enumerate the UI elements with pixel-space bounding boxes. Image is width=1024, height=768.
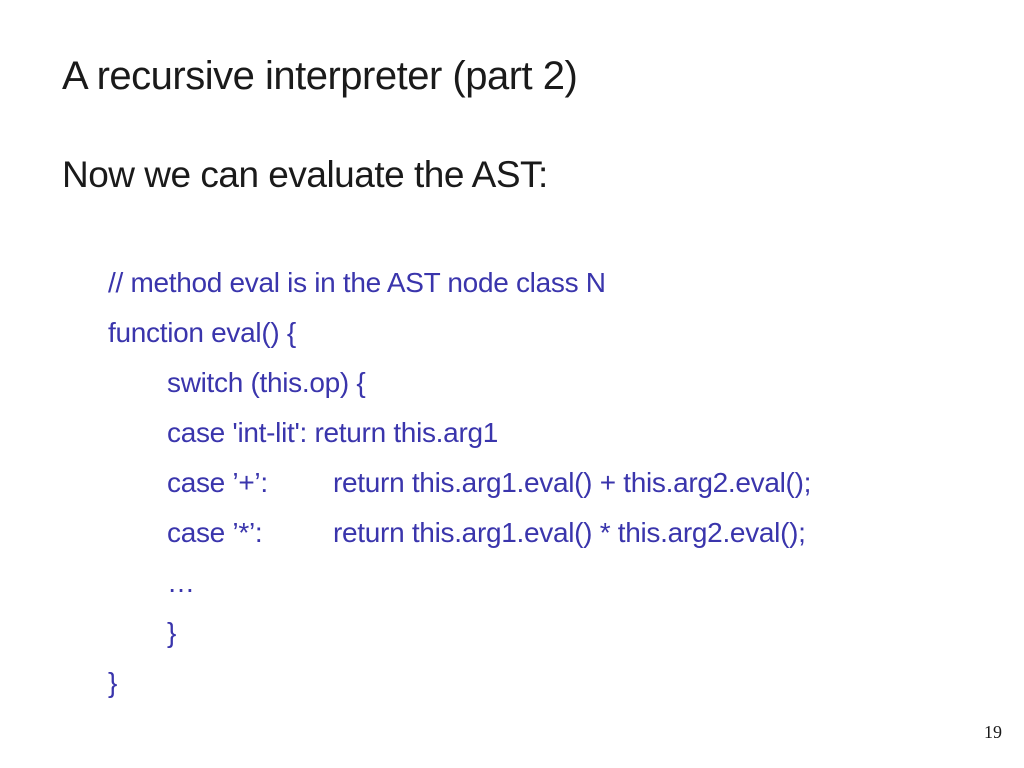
- code-line: function eval() {: [108, 317, 296, 348]
- page-number: 19: [984, 722, 1002, 742]
- slide-title: A recursive interpreter (part 2): [62, 54, 578, 98]
- code-block: // method eval is in the AST node class …: [0, 258, 1024, 708]
- code-case-body: return this.arg1.eval() + this.arg2.eval…: [333, 467, 812, 498]
- code-case-body: return this.arg1.eval() * this.arg2.eval…: [333, 517, 806, 548]
- code-line: case ’+’: return this.arg1.eval() + this.…: [167, 458, 1024, 508]
- code-line: }: [108, 667, 118, 698]
- code-case-label: case ’*’:: [167, 517, 263, 548]
- code-line: case 'int-lit': return this.arg1: [167, 417, 499, 448]
- code-line: // method eval is in the AST node class …: [108, 267, 606, 298]
- code-line: …: [167, 567, 195, 598]
- code-line: switch (this.op) {: [167, 367, 366, 398]
- slide-subtitle: Now we can evaluate the AST:: [62, 154, 548, 195]
- code-line: case ’*’: return this.arg1.eval() * this.…: [167, 508, 1024, 558]
- code-case-label: case ’+’:: [167, 467, 268, 498]
- code-line: }: [167, 617, 177, 648]
